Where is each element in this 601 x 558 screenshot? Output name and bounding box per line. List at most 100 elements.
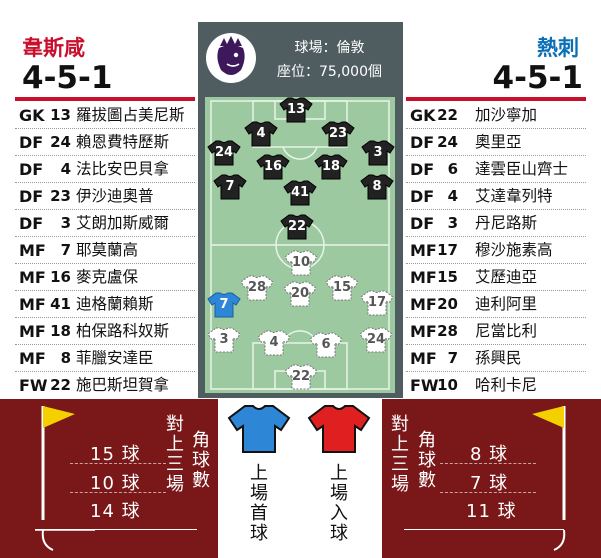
player-jersey: 4: [257, 330, 291, 356]
player-jersey: 17: [360, 290, 394, 316]
divider: [440, 463, 536, 464]
player-jersey: 4: [244, 121, 278, 147]
divider: [440, 492, 536, 493]
player-jersey: 10: [284, 250, 318, 276]
divider: [70, 492, 166, 493]
away-stat-recent-2: 7 球: [470, 473, 509, 494]
player-jersey: 20: [283, 281, 317, 307]
jersey-number: 18: [321, 159, 341, 174]
player-jersey: 23: [321, 121, 355, 147]
jersey-number: 20: [290, 286, 310, 301]
jersey-number: 22: [287, 219, 307, 234]
home-stat-recent-1: 15 球: [90, 444, 141, 465]
shirt-conceded-icon: [307, 405, 371, 453]
home-stat-recent-3: 14 球: [90, 501, 141, 522]
jersey-number: 16: [263, 159, 283, 174]
jersey-number: 15: [332, 280, 352, 295]
label-first-goal: 上場首球: [250, 463, 268, 544]
jersey-number: 4: [256, 126, 266, 141]
label-goals-conceded: 上場入球: [330, 463, 348, 544]
divider: [70, 463, 166, 464]
player-jersey: 3: [207, 327, 241, 353]
away-formation: 4-5-1: [492, 60, 583, 96]
home-stat-recent-2: 10 球: [90, 473, 141, 494]
label-corners-left: 角球數: [192, 430, 210, 491]
label-corners-right: 角球數: [418, 430, 436, 491]
corner-flag-icon: [532, 406, 566, 551]
venue-location: 球場：倫敦: [294, 40, 365, 56]
left-goal-line: [35, 529, 197, 530]
home-header-line: [15, 97, 195, 101]
jersey-number: 7: [219, 297, 229, 312]
away-stat-recent-3: 11 球: [466, 501, 517, 522]
player-jersey: 28: [240, 275, 274, 301]
league-logo: [203, 28, 259, 84]
player-jersey: 3: [361, 140, 395, 166]
player-jersey: 13: [279, 97, 313, 123]
venue-seats: 座位：75,000個: [277, 64, 382, 80]
player-jersey: 22: [284, 364, 318, 390]
player-jersey: 6: [309, 332, 343, 358]
jersey-number: 3: [373, 145, 383, 160]
home-team-name: 韋斯咸: [22, 36, 85, 60]
player-jersey: 7: [213, 174, 247, 200]
player-jersey: 22: [280, 214, 314, 240]
player-jersey: 8: [360, 174, 394, 200]
right-goal-line: [404, 529, 564, 530]
lion-icon: [206, 33, 256, 83]
jersey-number: 4: [269, 335, 279, 350]
label-recent-left: 對上三場: [166, 414, 184, 495]
away-header-line: [406, 97, 586, 101]
player-jersey: 18: [314, 154, 348, 180]
jersey-number: 22: [291, 369, 311, 384]
player-jersey: 24: [207, 140, 241, 166]
player-jersey: 16: [256, 154, 290, 180]
home-formation: 4-5-1: [22, 60, 113, 96]
corner-flag-icon: [35, 406, 95, 551]
jersey-number: 8: [372, 179, 382, 194]
shirt-first-goal-icon: [227, 405, 291, 453]
jersey-number: 24: [214, 145, 234, 160]
player-jersey: 15: [325, 275, 359, 301]
jersey-number: 41: [290, 185, 310, 200]
away-stat-recent-1: 8 球: [470, 444, 509, 465]
jersey-number: 28: [247, 280, 267, 295]
jersey-number: 10: [291, 255, 311, 270]
jersey-number: 17: [367, 295, 387, 310]
player-jersey: 24: [359, 327, 393, 353]
away-team-name: 熱刺: [537, 36, 579, 60]
jersey-number: 7: [225, 179, 235, 194]
label-recent-right: 對上三場: [391, 414, 409, 495]
jersey-number: 13: [286, 102, 306, 117]
jersey-number: 24: [366, 332, 386, 347]
jersey-number: 6: [321, 337, 331, 352]
jersey-number: 23: [328, 126, 348, 141]
jersey-number: 3: [219, 332, 229, 347]
player-jersey: 41: [283, 180, 317, 206]
player-jersey: 7: [207, 292, 241, 318]
